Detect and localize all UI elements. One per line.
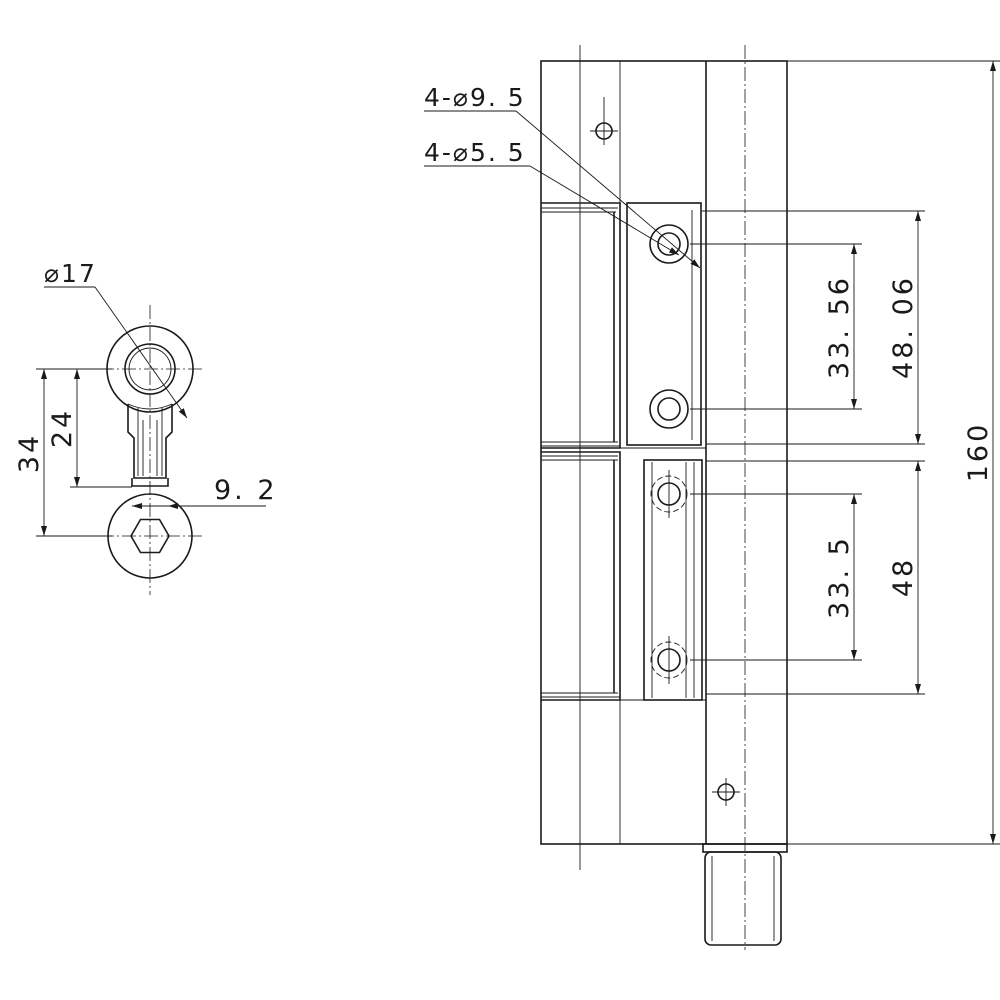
- dim-24-label: 24: [47, 408, 78, 448]
- callout-large-holes: 4-⌀9. 5: [424, 83, 526, 112]
- lower-hole-1: [650, 470, 688, 518]
- dim-160-label: 160: [963, 422, 994, 483]
- dim-33-56-label: 33. 56: [824, 275, 855, 379]
- lower-mounting-plate: [643, 459, 703, 701]
- callout-small-holes: 4-⌀5. 5: [424, 138, 526, 167]
- front-view: 4-⌀9. 5 4-⌀5. 5 33. 56 48. 06 33. 5: [424, 45, 1000, 950]
- hinge-pin-end: [702, 843, 788, 946]
- callout-leader-small-diag: [529, 165, 680, 256]
- side-view: ⌀17 34 24 9. 2: [14, 259, 278, 595]
- lower-leaf-section: [541, 451, 706, 701]
- dim-33-5-label: 33. 5: [824, 535, 855, 619]
- dim-9-2-label: 9. 2: [214, 475, 278, 506]
- dim-34-label: 34: [14, 433, 45, 473]
- upper-hole-2: [649, 389, 689, 429]
- upper-mounting-plate: [626, 202, 702, 446]
- diameter-17-label: ⌀17: [44, 259, 97, 288]
- callout-leader-large-diag: [515, 110, 701, 269]
- diameter-leader-diagonal: [94, 286, 188, 419]
- lower-hole-2: [650, 636, 688, 684]
- upper-hole-1: [649, 224, 689, 264]
- dim-48-label: 48: [888, 557, 919, 597]
- hinge-pin-cap: [704, 851, 782, 946]
- dim-48-06-label: 48. 06: [888, 275, 919, 379]
- upper-leaf-section: [541, 202, 706, 449]
